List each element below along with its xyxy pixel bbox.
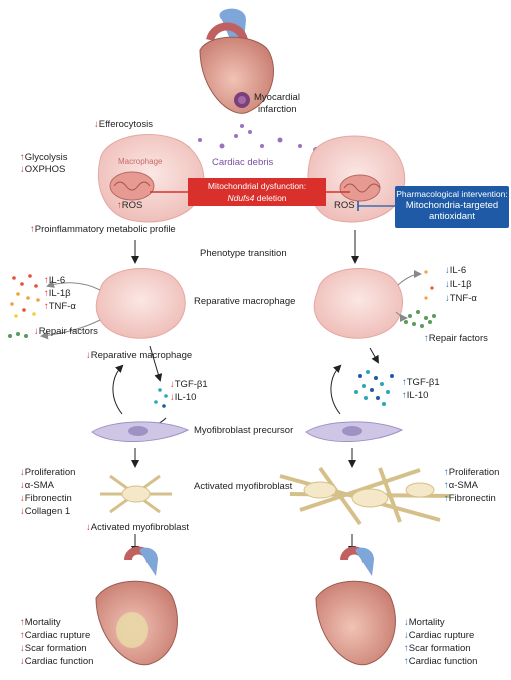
- left-function: ↓Cardiac function: [20, 656, 94, 667]
- left-repair: ↓Repair factors: [34, 326, 98, 337]
- right-fibroblast-precursor: [305, 421, 404, 443]
- left-asma: ↓α-SMA: [20, 480, 54, 491]
- left-scar: ↓Scar formation: [20, 643, 87, 654]
- right-macrophage-cell: [307, 135, 406, 223]
- efferocytosis-text: ↓Efferocytosis: [94, 119, 153, 130]
- left-il6: ↑IL-6: [44, 275, 66, 286]
- mi-label-2: infarction: [258, 104, 297, 115]
- debris-label: Cardiac debris: [212, 157, 274, 168]
- top-heart-icon: [199, 8, 275, 114]
- right-fibronectin: ↑Fibronectin: [444, 493, 496, 504]
- right-heart-icon: [315, 546, 396, 666]
- left-tgf-dots: [154, 388, 168, 408]
- center-precursor: Myofibroblast precursor: [194, 425, 294, 436]
- left-mortality: ↑Mortality: [20, 617, 61, 628]
- right-ros-text: ROS: [334, 200, 355, 211]
- left-fibronectin: ↓Fibronectin: [20, 493, 72, 504]
- right-tgfb1: ↑TGF-β1: [402, 377, 440, 388]
- left-reparative-macrophage: [95, 268, 186, 339]
- right-scar: ↑Scar formation: [404, 643, 471, 654]
- right-proliferation: ↑Proliferation: [444, 467, 500, 478]
- left-rupture: ↑Cardiac rupture: [20, 630, 91, 641]
- right-function: ↑Cardiac function: [404, 656, 478, 667]
- profile-text: ↑Proinflammatory metabolic profile: [30, 224, 176, 235]
- oxphos-text: ↓OXPHOS: [20, 164, 66, 175]
- center-reparative: Reparative macrophage: [194, 296, 296, 307]
- right-asma: ↑α-SMA: [444, 480, 478, 491]
- center-activated: Activated myofibroblast: [194, 481, 293, 492]
- right-il10: ↑IL-10: [402, 390, 429, 401]
- right-tnfa: ↓TNF-α: [445, 293, 477, 304]
- macrophage-label: Macrophage: [118, 157, 163, 166]
- right-repair-factors: [404, 310, 436, 328]
- right-mortality: ↓Mortality: [404, 617, 445, 628]
- right-repair: ↑Repair factors: [424, 333, 488, 344]
- pharm-intervention-box: Pharmacological intervention: Mitochondr…: [395, 186, 509, 228]
- left-ros-text: ↑ROS: [117, 200, 143, 211]
- mito-dysfunction-box: Mitochondrial dysfunction: Ndufs4 deleti…: [188, 178, 326, 206]
- left-fibroblast-precursor: [91, 421, 190, 443]
- left-reparative: ↓Reparative macrophage: [86, 350, 193, 361]
- right-tgf-dots: [354, 370, 394, 406]
- left-proliferation: ↓Proliferation: [20, 467, 76, 478]
- right-il1b: ↓IL-1β: [445, 279, 472, 290]
- left-tgfb1: ↓TGF-β1: [170, 379, 208, 390]
- left-tnfa: ↑TNF-α: [44, 301, 76, 312]
- left-myofibroblast: [100, 474, 172, 514]
- phenotype-transition: Phenotype transition: [200, 248, 287, 259]
- mi-label-1: Myocardial: [254, 92, 300, 103]
- right-myofibroblast-network: [279, 466, 451, 526]
- left-heart-icon: [95, 546, 178, 666]
- left-activated: ↓Activated myofibroblast: [86, 522, 189, 533]
- left-cytokines: [8, 274, 40, 338]
- left-il1b: ↑IL-1β: [44, 288, 71, 299]
- right-rupture: ↓Cardiac rupture: [404, 630, 475, 641]
- left-collagen: ↓Collagen 1: [20, 506, 71, 517]
- right-reparative-macrophage: [313, 268, 403, 339]
- glycolysis-text: ↑Glycolysis: [20, 152, 68, 163]
- left-il10: ↓IL-10: [170, 392, 197, 403]
- right-il6: ↓IL-6: [445, 265, 467, 276]
- right-cytokines: [424, 270, 434, 300]
